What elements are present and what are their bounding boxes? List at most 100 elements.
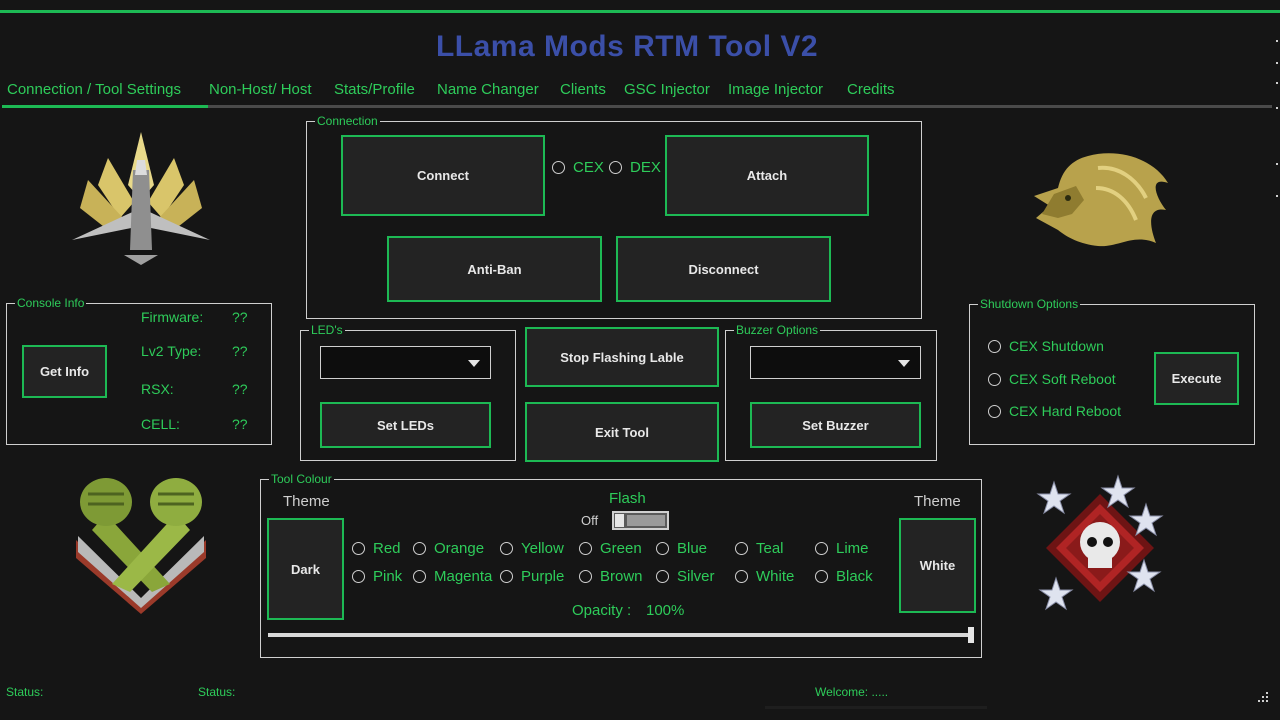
theme-right-label: Theme	[914, 493, 961, 510]
theme-left-label: Theme	[283, 493, 330, 510]
tab-connection-tool-settings[interactable]: Connection / Tool Settings	[7, 81, 182, 98]
colour-radio-black[interactable]: Black	[815, 568, 873, 585]
tool-colour-legend: Tool Colour	[269, 472, 334, 486]
scroll-mark	[1276, 40, 1278, 42]
scroll-mark	[1276, 62, 1278, 64]
colour-radio-green[interactable]: Green	[579, 540, 642, 557]
colour-label: Lime	[836, 540, 869, 557]
colour-radio-white[interactable]: White	[735, 568, 794, 585]
white-theme-button[interactable]: White	[899, 518, 976, 613]
colour-label: Orange	[434, 540, 485, 557]
dex-radio[interactable]: DEX	[609, 159, 661, 176]
colour-label: Silver	[677, 568, 715, 585]
lion-emblem-icon	[1034, 153, 1168, 247]
disconnect-button[interactable]: Disconnect	[616, 236, 831, 302]
opacity-slider[interactable]	[268, 633, 974, 637]
colour-radio-yellow[interactable]: Yellow	[500, 540, 564, 557]
radio-circle-icon	[500, 570, 513, 583]
stop-flashing-label-button[interactable]: Stop Flashing Lable	[525, 327, 719, 387]
flash-state-label: Off	[581, 513, 599, 528]
colour-label: Green	[600, 540, 642, 557]
status-label-2: Status:	[198, 685, 236, 699]
radio-circle-icon	[656, 542, 669, 555]
tab-stats-profile[interactable]: Stats/Profile	[334, 81, 415, 98]
console-info-legend: Console Info	[15, 296, 87, 310]
scroll-mark	[1276, 82, 1278, 84]
connection-group: Connection	[306, 114, 922, 319]
firmware-label: Firmware:	[141, 309, 204, 325]
cell-value: ??	[232, 416, 248, 432]
radio-circle-icon	[656, 570, 669, 583]
leds-group: LED's	[300, 323, 516, 461]
resize-grip-icon[interactable]	[1256, 690, 1270, 704]
connect-button[interactable]: Connect	[341, 135, 545, 216]
flash-toggle[interactable]	[612, 511, 669, 530]
colour-radio-brown[interactable]: Brown	[579, 568, 643, 585]
tab-underline	[2, 105, 1272, 108]
colour-radio-orange[interactable]: Orange	[413, 540, 484, 557]
radio-circle-icon	[735, 570, 748, 583]
radio-circle-icon	[815, 570, 828, 583]
execute-button[interactable]: Execute	[1154, 352, 1239, 405]
colour-radio-purple[interactable]: Purple	[500, 568, 564, 585]
cex-soft-reboot-label: CEX Soft Reboot	[1009, 371, 1116, 387]
scroll-mark	[1276, 107, 1278, 109]
radio-circle-icon	[988, 372, 1001, 386]
cex-radio-label: CEX	[573, 159, 604, 176]
attach-button[interactable]: Attach	[665, 135, 869, 216]
anti-ban-button[interactable]: Anti-Ban	[387, 236, 602, 302]
tab-non-host-host[interactable]: Non-Host/ Host	[209, 81, 312, 98]
set-buzzer-button[interactable]: Set Buzzer	[750, 402, 921, 448]
dex-radio-label: DEX	[630, 159, 661, 176]
colour-label: White	[756, 568, 795, 585]
toggle-knob	[615, 514, 624, 527]
dark-theme-button[interactable]: Dark	[267, 518, 344, 620]
radio-circle-icon	[352, 570, 365, 583]
tab-clients[interactable]: Clients	[560, 81, 606, 98]
shutdown-options-legend: Shutdown Options	[978, 297, 1081, 311]
radio-circle-icon	[579, 542, 592, 555]
colour-radio-silver[interactable]: Silver	[656, 568, 715, 585]
get-info-button[interactable]: Get Info	[22, 345, 107, 398]
buzzer-dropdown[interactable]	[750, 346, 921, 379]
toggle-fill	[627, 515, 665, 526]
colour-radio-magenta[interactable]: Magenta	[413, 568, 492, 585]
radio-circle-icon	[609, 161, 622, 174]
colour-radio-red[interactable]: Red	[352, 540, 401, 557]
colour-radio-blue[interactable]: Blue	[656, 540, 707, 557]
cex-shutdown-label: CEX Shutdown	[1009, 338, 1104, 354]
colour-radio-lime[interactable]: Lime	[815, 540, 869, 557]
colour-label: Red	[373, 540, 401, 557]
jet-emblem-icon	[72, 132, 210, 265]
connection-legend: Connection	[315, 114, 380, 128]
tab-image-injector[interactable]: Image Injector	[728, 81, 824, 98]
cex-hard-reboot-radio[interactable]: CEX Hard Reboot	[988, 403, 1121, 419]
tab-name-changer[interactable]: Name Changer	[437, 81, 539, 98]
welcome-label: Welcome: .....	[815, 685, 889, 699]
cex-shutdown-radio[interactable]: CEX Shutdown	[988, 338, 1104, 354]
buzzer-options-legend: Buzzer Options	[734, 323, 821, 337]
bottom-scroll-bar	[765, 706, 987, 709]
tab-active-indicator	[2, 105, 208, 108]
leds-dropdown[interactable]	[320, 346, 491, 379]
colour-radio-pink[interactable]: Pink	[352, 568, 402, 585]
colour-radio-teal[interactable]: Teal	[735, 540, 784, 557]
app-title: LLama Mods RTM Tool V2	[435, 30, 819, 63]
tab-credits[interactable]: Credits	[847, 81, 895, 98]
cell-label: CELL:	[141, 416, 180, 432]
cex-hard-reboot-label: CEX Hard Reboot	[1009, 403, 1122, 419]
colour-label: Yellow	[521, 540, 564, 557]
radio-circle-icon	[988, 339, 1001, 353]
radio-circle-icon	[988, 404, 1001, 418]
scroll-mark	[1276, 195, 1278, 197]
exit-tool-button[interactable]: Exit Tool	[525, 402, 719, 462]
set-leds-button[interactable]: Set LEDs	[320, 402, 491, 448]
console-info-group: Console Info	[6, 296, 272, 445]
cex-soft-reboot-radio[interactable]: CEX Soft Reboot	[988, 371, 1116, 387]
tab-gsc-injector[interactable]: GSC Injector	[624, 81, 710, 98]
tab-bar: Connection / Tool Settings Non-Host/ Hos…	[0, 80, 1272, 108]
cex-radio[interactable]: CEX	[552, 159, 604, 176]
firmware-value: ??	[232, 309, 248, 325]
opacity-slider-thumb[interactable]	[968, 627, 974, 643]
